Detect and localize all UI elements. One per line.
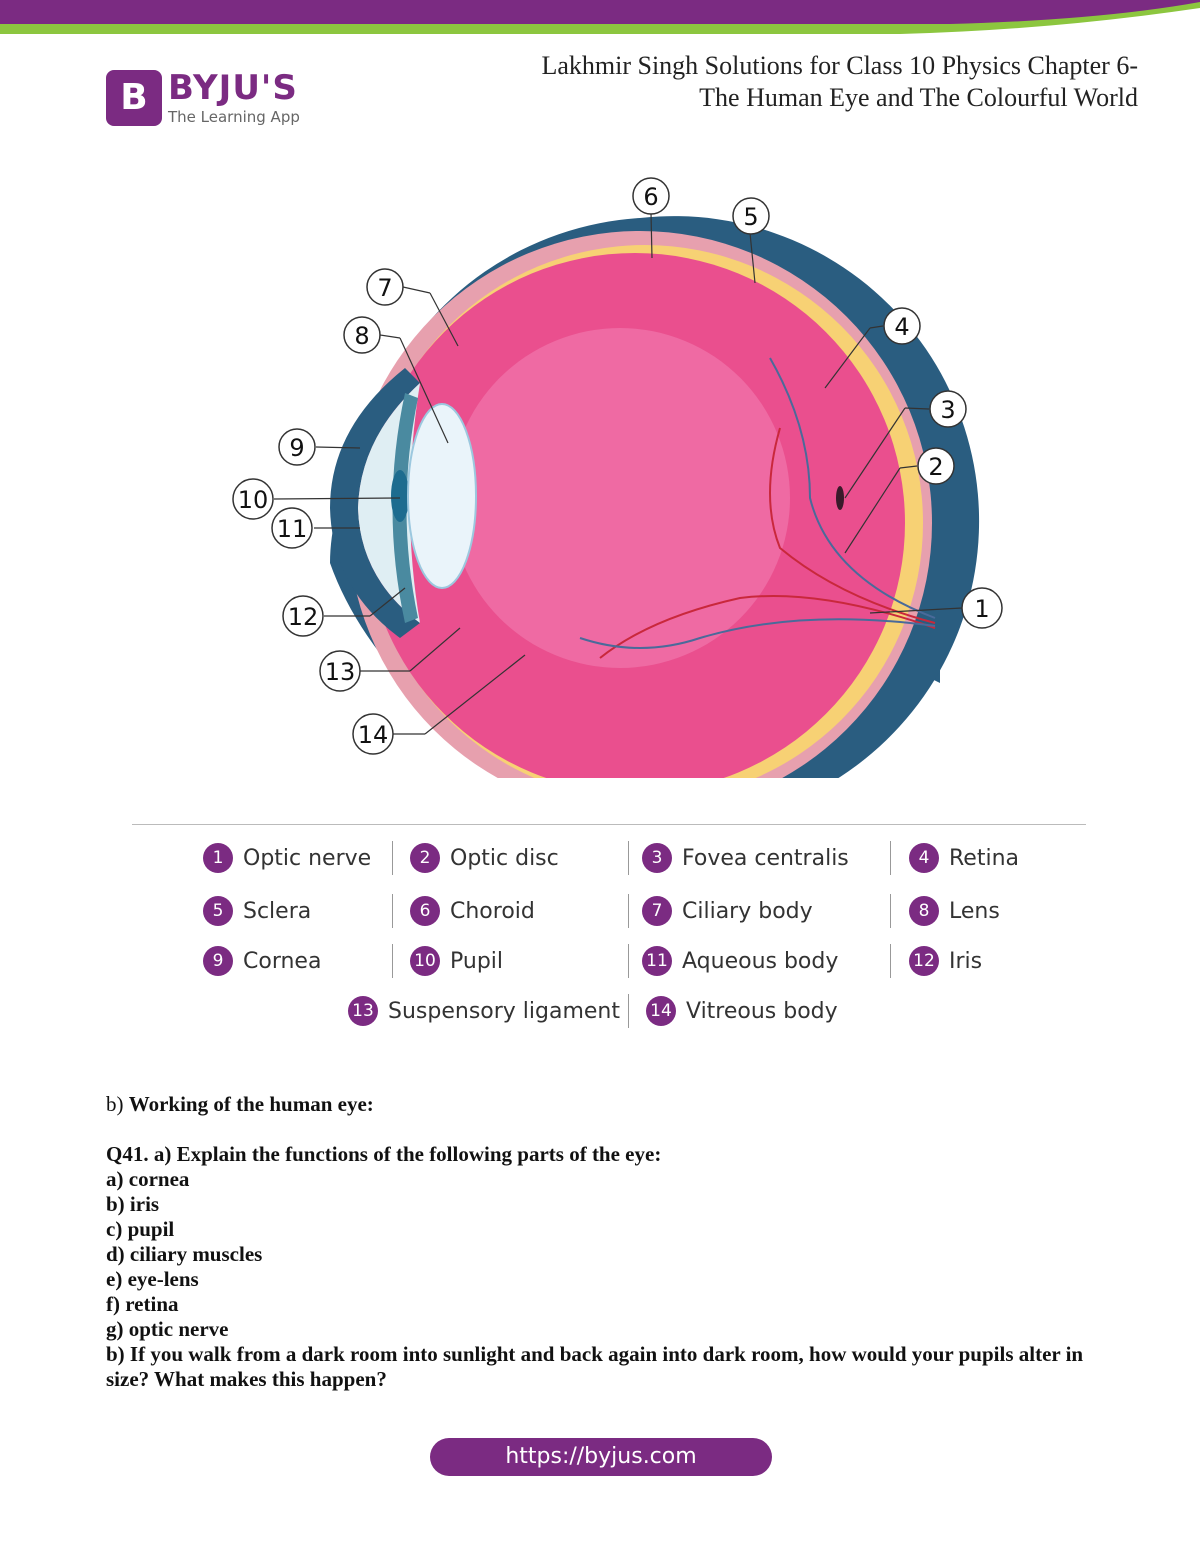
legend-separator [392,841,393,875]
legend-separator [890,841,891,875]
legend-separator [890,944,891,978]
legend-separator [392,894,393,928]
svg-text:1: 1 [974,595,989,623]
part-item: d) ciliary muscles [106,1242,263,1266]
svg-text:12: 12 [288,603,319,631]
svg-text:2: 2 [928,453,943,481]
callout-7: 7 [366,268,404,306]
fovea-shape [836,486,844,510]
logo-tagline: The Learning App [168,108,300,126]
logo-mark: B [106,70,162,126]
callout-12: 12 [282,595,324,637]
callout-8: 8 [343,316,381,354]
svg-text:13: 13 [325,658,356,686]
part-item: b) iris [106,1192,160,1216]
callout-13: 13 [319,650,361,692]
callout-10: 10 [232,478,274,520]
question-41-title: Q41. a) Explain the functions of the fol… [106,1142,662,1166]
byjus-logo: B BYJU'S The Learning App [106,68,326,130]
blood-vessel [599,595,936,659]
document-title: Lakhmir Singh Solutions for Class 10 Phy… [438,50,1138,114]
svg-text:10: 10 [238,486,269,514]
leader-lines [273,212,963,735]
svg-text:6: 6 [643,183,658,211]
callout-9: 9 [278,428,316,466]
footer-url-link[interactable]: https://byjus.com [430,1438,772,1476]
svg-text:4: 4 [894,313,909,341]
svg-text:3: 3 [940,396,955,424]
blood-vessel [769,427,936,624]
blood-vessel [579,618,936,649]
svg-text:5: 5 [743,203,758,231]
svg-text:11: 11 [277,515,308,543]
section-divider [132,824,1086,825]
sub-heading: b) Working of the human eye: [106,1092,374,1116]
callout-5: 5 [732,197,770,235]
logo-wordmark: BYJU'S [168,68,298,108]
lens-shape [407,403,477,589]
legend-separator [392,944,393,978]
part-item: f) retina [106,1292,179,1316]
part-item: e) eye-lens [106,1267,199,1291]
legend-separator [628,894,629,928]
callout-4: 4 [883,307,921,345]
svg-text:8: 8 [354,322,369,350]
pupil-shape [391,470,409,522]
callout-14: 14 [352,713,394,755]
legend-separator [628,994,629,1028]
callout-11: 11 [271,507,313,549]
svg-text:9: 9 [289,434,304,462]
title-line-1: Lakhmir Singh Solutions for Class 10 Phy… [541,51,1138,80]
callout-3: 3 [929,390,967,428]
part-item: c) pupil [106,1217,175,1241]
legend-separator [628,944,629,978]
part-item: g) optic nerve [106,1317,229,1341]
legend-separator [890,894,891,928]
question-content: b) Working of the human eye: Q41. a) Exp… [106,1092,1106,1392]
part-item: a) cornea [106,1167,190,1191]
human-eye-diagram: 1 2 3 4 5 6 7 8 9 10 11 12 13 14 [232,177,1003,778]
callout-2: 2 [917,447,955,485]
header-band [0,0,1200,44]
callout-1: 1 [961,587,1003,629]
vitreous-highlight [450,328,790,668]
question-41-part-b: b) If you walk from a dark room into sun… [106,1342,1084,1391]
svg-text:7: 7 [377,274,392,302]
title-line-2: The Human Eye and The Colourful World [699,83,1138,112]
legend-separator [628,841,629,875]
svg-text:14: 14 [358,721,389,749]
blood-vessel [769,357,936,619]
callout-6: 6 [632,177,670,215]
cornea-shape [330,368,420,638]
callout-group: 1 2 3 4 5 6 7 8 9 10 11 12 13 14 [232,177,1003,755]
